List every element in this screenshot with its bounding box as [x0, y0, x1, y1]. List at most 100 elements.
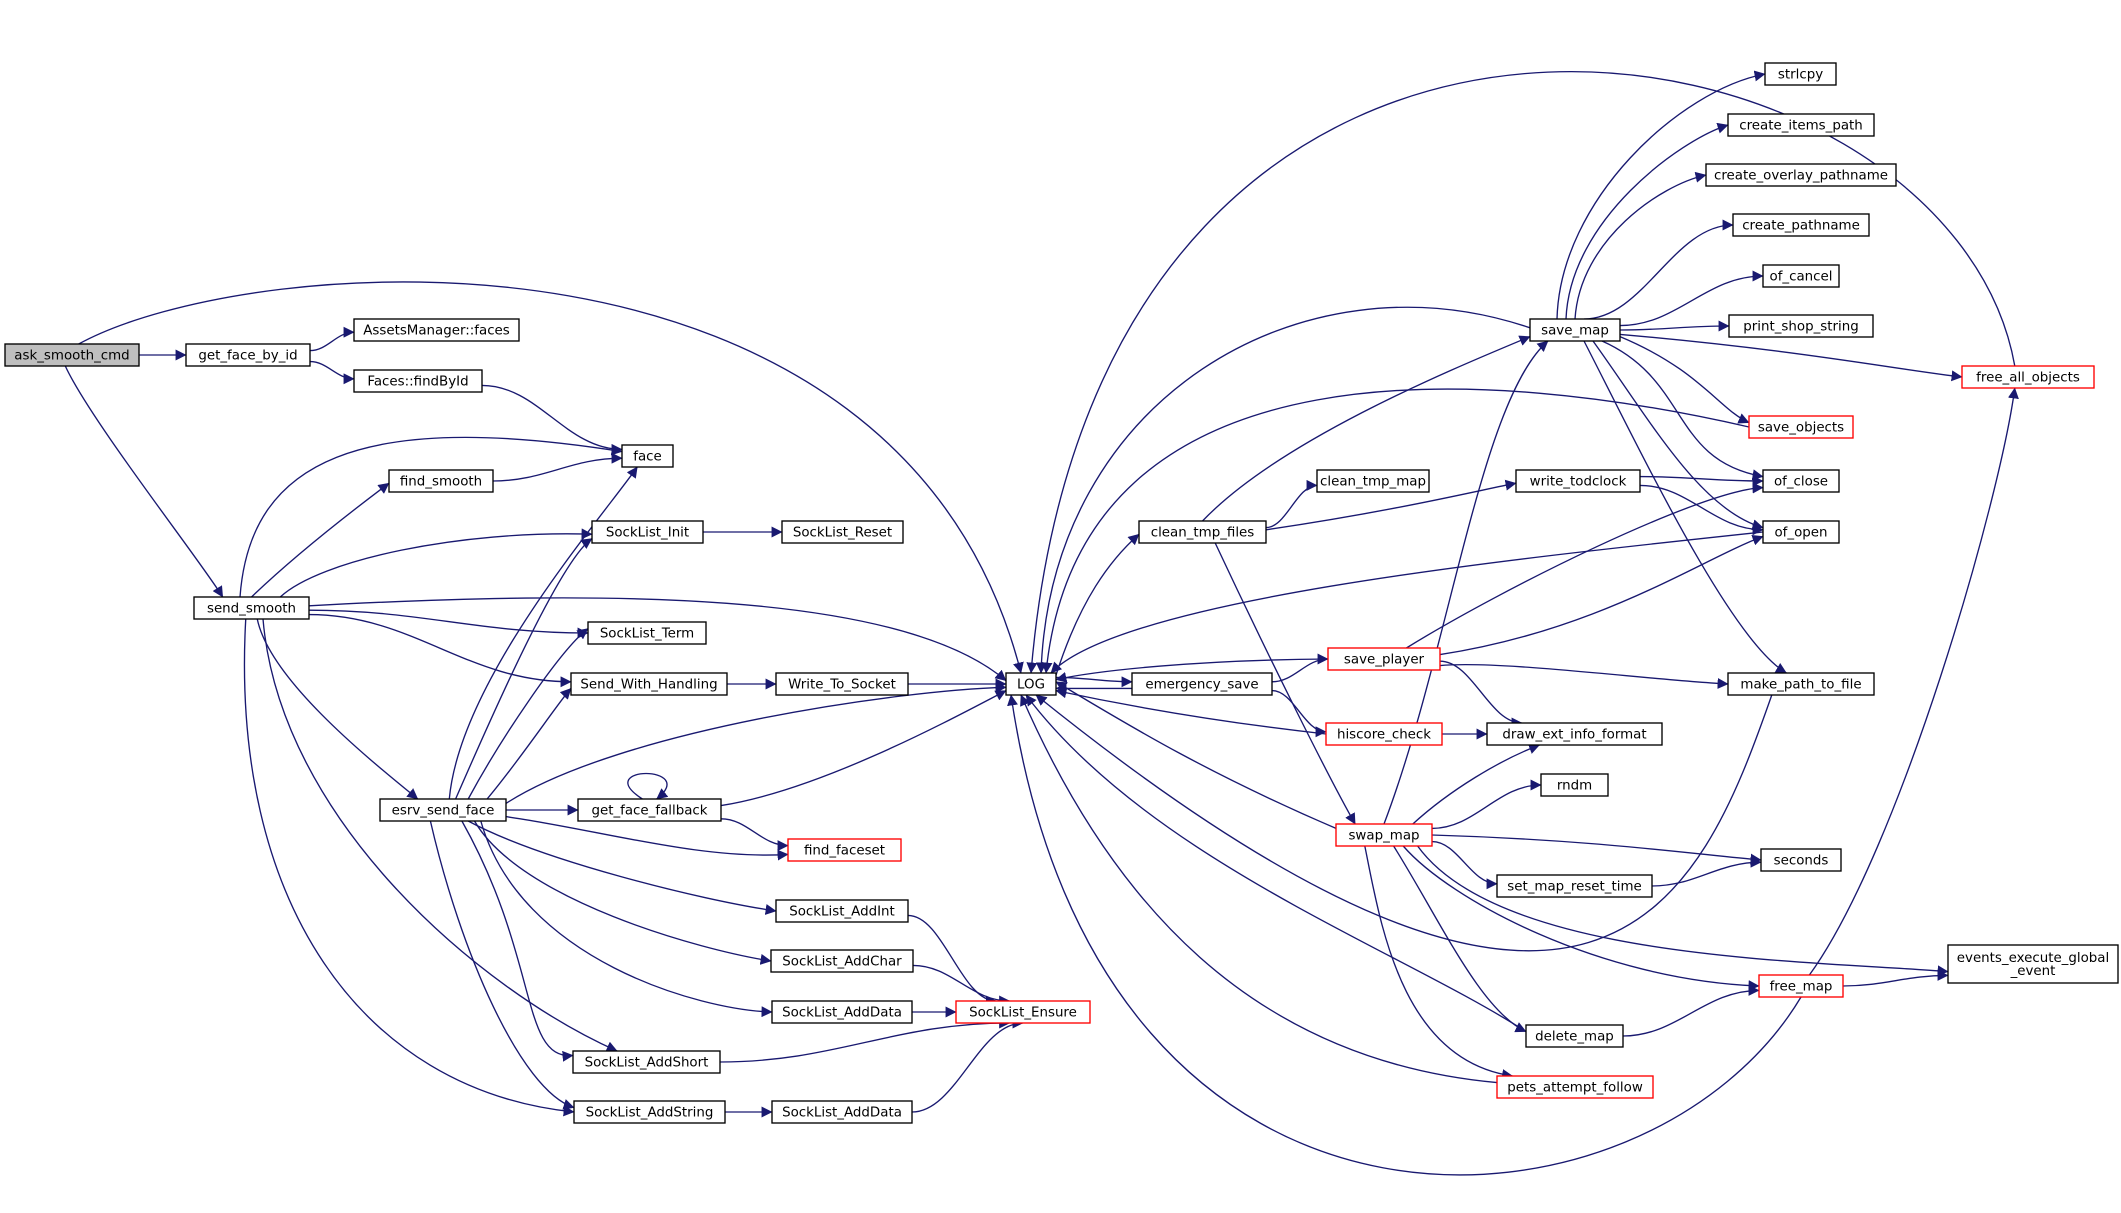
call-edge-esrv-send-face-to-socklist-addint — [467, 820, 777, 915]
function-node-clean-tmp-map[interactable]: clean_tmp_map — [1316, 469, 1430, 493]
function-node-events-execute-global-event[interactable]: events_execute_global_event — [1947, 944, 2119, 984]
call-edge-save-player-to-draw-ext-info-format — [1439, 660, 1523, 729]
call-edge-get-face-fallback-to-get-face-fallback — [627, 772, 669, 800]
function-node-socklist-reset[interactable]: SockList_Reset — [781, 520, 904, 544]
node-box — [1005, 672, 1057, 696]
function-node-write-todclock[interactable]: write_todclock — [1515, 469, 1641, 493]
function-node-get-face-by-id[interactable]: get_face_by_id — [185, 343, 311, 367]
call-edge-save-player-to-of-open — [1439, 534, 1764, 656]
function-node-socklist-init[interactable]: SockList_Init — [591, 520, 704, 544]
call-edge-save-map-to-of-close — [1601, 340, 1764, 481]
call-edge-save-player-to-make-path-to-file — [1439, 663, 1729, 689]
function-node-swap-map[interactable]: swap_map — [1335, 823, 1433, 847]
node-box — [1515, 469, 1641, 493]
node-label: save_player — [1344, 653, 1425, 668]
node-box — [1131, 672, 1273, 696]
call-edge-esrv-send-face-to-socklist-addshort — [461, 820, 574, 1062]
function-node-socklist-addstring[interactable]: SockList_AddString — [573, 1100, 726, 1124]
call-edge-send-smooth-to-socklist-addstring — [243, 618, 575, 1117]
function-node-hiscore-check[interactable]: hiscore_check — [1325, 722, 1443, 746]
call-edge-clean-tmp-files-to-save-map — [1202, 335, 1531, 522]
function-node-faces-findbyid[interactable]: Faces::findById — [353, 369, 483, 393]
function-node-write-to-socket[interactable]: Write_To_Socket — [775, 672, 909, 696]
function-node-socklist-adddata-2[interactable]: SockList_AddData — [771, 1100, 913, 1124]
node-box — [781, 520, 904, 544]
function-node-free-all-objects[interactable]: free_all_objects — [1961, 365, 2095, 389]
node-label: get_face_fallback — [591, 804, 707, 819]
node-box — [4, 343, 140, 367]
node-box — [1762, 264, 1840, 288]
function-node-socklist-adddata-1[interactable]: SockList_AddData — [771, 1000, 913, 1024]
function-node-socklist-addshort[interactable]: SockList_AddShort — [572, 1050, 721, 1074]
node-box — [1335, 823, 1433, 847]
call-edges — [64, 70, 2019, 1176]
function-node-print-shop-string[interactable]: print_shop_string — [1728, 314, 1874, 338]
call-edge-write-todclock-to-of-close — [1639, 475, 1764, 487]
node-box — [1760, 848, 1842, 872]
call-edge-save-objects-to-log — [1041, 388, 1750, 674]
function-node-ask-smooth-cmd[interactable]: ask_smooth_cmd — [4, 343, 140, 367]
node-label: hiscore_check — [1337, 728, 1431, 743]
function-node-save-map[interactable]: save_map — [1529, 318, 1621, 342]
function-node-draw-ext-info-format[interactable]: draw_ext_info_format — [1486, 722, 1663, 746]
function-node-get-face-fallback[interactable]: get_face_fallback — [577, 798, 722, 822]
function-node-send-smooth[interactable]: send_smooth — [193, 596, 310, 620]
function-node-emergency-save[interactable]: emergency_save — [1131, 672, 1273, 696]
function-node-find-smooth[interactable]: find_smooth — [388, 469, 494, 493]
node-label: SockList_Term — [600, 627, 694, 642]
function-node-rndm[interactable]: rndm — [1540, 773, 1609, 797]
node-box — [185, 343, 311, 367]
function-node-socklist-addint[interactable]: SockList_AddInt — [775, 899, 909, 923]
function-node-delete-map[interactable]: delete_map — [1525, 1024, 1624, 1048]
call-edge-esrv-send-face-to-log — [505, 682, 1007, 804]
function-node-make-path-to-file[interactable]: make_path_to_file — [1727, 672, 1875, 696]
node-label: pets_attempt_follow — [1507, 1081, 1643, 1096]
function-node-create-pathname[interactable]: create_pathname — [1732, 213, 1870, 237]
node-box — [1138, 520, 1267, 544]
node-box — [1732, 213, 1870, 237]
node-box — [621, 444, 674, 468]
call-edge-send-smooth-to-socklist-term — [308, 609, 589, 639]
node-label: free_map — [1770, 980, 1833, 995]
call-edge-faces-findbyid-to-face — [481, 384, 623, 455]
function-node-find-faceset[interactable]: find_faceset — [787, 838, 902, 862]
function-node-socklist-ensure[interactable]: SockList_Ensure — [955, 1000, 1091, 1024]
function-node-esrv-send-face[interactable]: esrv_send_face — [379, 798, 507, 822]
function-node-of-cancel[interactable]: of_cancel — [1762, 264, 1840, 288]
node-box — [388, 469, 494, 493]
node-label: Write_To_Socket — [788, 678, 896, 693]
function-node-log[interactable]: LOG — [1005, 672, 1057, 696]
function-node-seconds[interactable]: seconds — [1760, 848, 1842, 872]
function-node-pets-attempt-follow[interactable]: pets_attempt_follow — [1496, 1075, 1654, 1099]
call-edge-clean-tmp-files-to-write-todclock — [1265, 479, 1517, 531]
function-node-create-items-path[interactable]: create_items_path — [1727, 113, 1875, 137]
call-edge-hiscore-check-to-log — [1055, 687, 1327, 735]
call-edge-save-map-to-create-overlay-pathname — [1574, 171, 1707, 320]
function-node-assets-faces[interactable]: AssetsManager::faces — [353, 318, 520, 342]
function-node-of-close[interactable]: of_close — [1762, 469, 1840, 493]
function-node-send-with-handling[interactable]: Send_With_Handling — [570, 672, 728, 696]
call-edge-save-map-to-strlcpy — [1556, 70, 1766, 320]
function-node-save-objects[interactable]: save_objects — [1748, 415, 1854, 439]
function-node-socklist-term[interactable]: SockList_Term — [587, 621, 707, 645]
node-label: make_path_to_file — [1740, 678, 1861, 693]
node-label: create_items_path — [1739, 119, 1863, 134]
call-edge-swap-map-to-events-execute-global-event — [1417, 845, 1949, 977]
node-box — [1727, 113, 1875, 137]
function-node-socklist-addchar[interactable]: SockList_AddChar — [770, 949, 914, 973]
function-node-create-overlay-pathname[interactable]: create_overlay_pathname — [1705, 163, 1897, 187]
call-edge-free-map-to-log — [1007, 694, 1802, 1176]
call-edge-ask-smooth-cmd-to-send-smooth — [64, 365, 224, 598]
function-node-of-open[interactable]: of_open — [1762, 520, 1840, 544]
call-edge-send-smooth-to-esrv-send-face — [256, 618, 419, 800]
function-node-set-map-reset-time[interactable]: set_map_reset_time — [1496, 874, 1653, 898]
function-node-save-player[interactable]: save_player — [1327, 647, 1441, 671]
node-label: SockList_AddData — [782, 1006, 902, 1021]
node-label: Send_With_Handling — [580, 678, 717, 693]
node-label: rndm — [1557, 779, 1592, 794]
function-node-face[interactable]: face — [621, 444, 674, 468]
function-node-clean-tmp-files[interactable]: clean_tmp_files — [1138, 520, 1267, 544]
function-node-free-map[interactable]: free_map — [1758, 974, 1844, 998]
function-node-strlcpy[interactable]: strlcpy — [1764, 62, 1837, 86]
node-box — [1762, 469, 1840, 493]
